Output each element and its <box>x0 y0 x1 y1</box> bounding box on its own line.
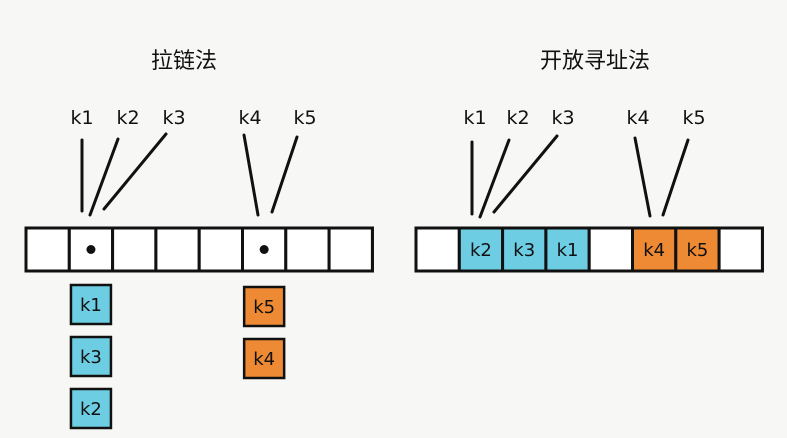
pointer-line <box>88 137 120 217</box>
key-label-k2: k2 <box>116 107 139 129</box>
slot-label-k1: k1 <box>557 240 579 261</box>
slot-cell <box>544 226 591 273</box>
key-label-k3: k3 <box>551 107 574 129</box>
slot-cell <box>587 226 635 273</box>
pointer-line <box>492 134 559 214</box>
key-label-k5: k5 <box>293 107 316 129</box>
slot-label-k5: k5 <box>687 240 709 261</box>
key-label-k4: k4 <box>626 107 649 129</box>
bucket-pointer-dot <box>86 245 96 254</box>
slot-cell <box>674 226 721 273</box>
pointer-line <box>633 136 652 218</box>
key-label-k4: k4 <box>238 107 261 129</box>
slot-label-k3: k3 <box>513 240 535 261</box>
chain-node-label: k5 <box>253 297 275 318</box>
bucket-pointer-dot <box>259 245 269 254</box>
chain-node-k1 <box>69 283 113 326</box>
chaining-panel: k1 k2 k3 k4 k5 k1 k3 k2 k5 k4 <box>24 107 374 430</box>
bucket-cell <box>111 226 158 273</box>
chain-node-k2 <box>69 387 113 430</box>
chain-node-k4 <box>242 337 286 380</box>
slot-label-k2: k2 <box>470 240 492 261</box>
key-label-k5: k5 <box>682 107 705 129</box>
slot-cell <box>501 226 548 273</box>
bucket-cell <box>197 226 244 273</box>
slot-cell <box>717 226 764 273</box>
chain-node-k3 <box>69 335 113 378</box>
chaining-title: 拉链法 <box>151 49 217 74</box>
open-addressing-panel: k1 k2 k3 k4 k5 k2 k3 k1 k4 k5 <box>414 107 764 273</box>
open-addressing-title: 开放寻址法 <box>540 49 650 74</box>
chain-node-label: k2 <box>80 399 102 420</box>
slot-label-k4: k4 <box>643 240 665 261</box>
slot-cell <box>414 226 461 273</box>
chain-node-label: k3 <box>80 347 102 368</box>
chain-node-label: k1 <box>80 295 102 316</box>
key-label-k1: k1 <box>463 107 486 129</box>
pointer-line <box>242 133 260 217</box>
bucket-cell <box>24 226 71 273</box>
pointer-line <box>478 138 511 219</box>
bucket-cell <box>327 226 374 273</box>
bucket-cell <box>154 226 201 273</box>
pointer-line <box>102 132 168 211</box>
pointer-line <box>270 135 299 214</box>
key-label-k2: k2 <box>506 107 529 129</box>
bucket-cell <box>284 226 331 273</box>
chain-node-k5 <box>242 285 286 328</box>
chain-node-label: k4 <box>253 349 275 370</box>
key-label-k3: k3 <box>162 107 185 129</box>
key-label-k1: k1 <box>70 107 93 129</box>
pointer-line <box>661 138 690 217</box>
